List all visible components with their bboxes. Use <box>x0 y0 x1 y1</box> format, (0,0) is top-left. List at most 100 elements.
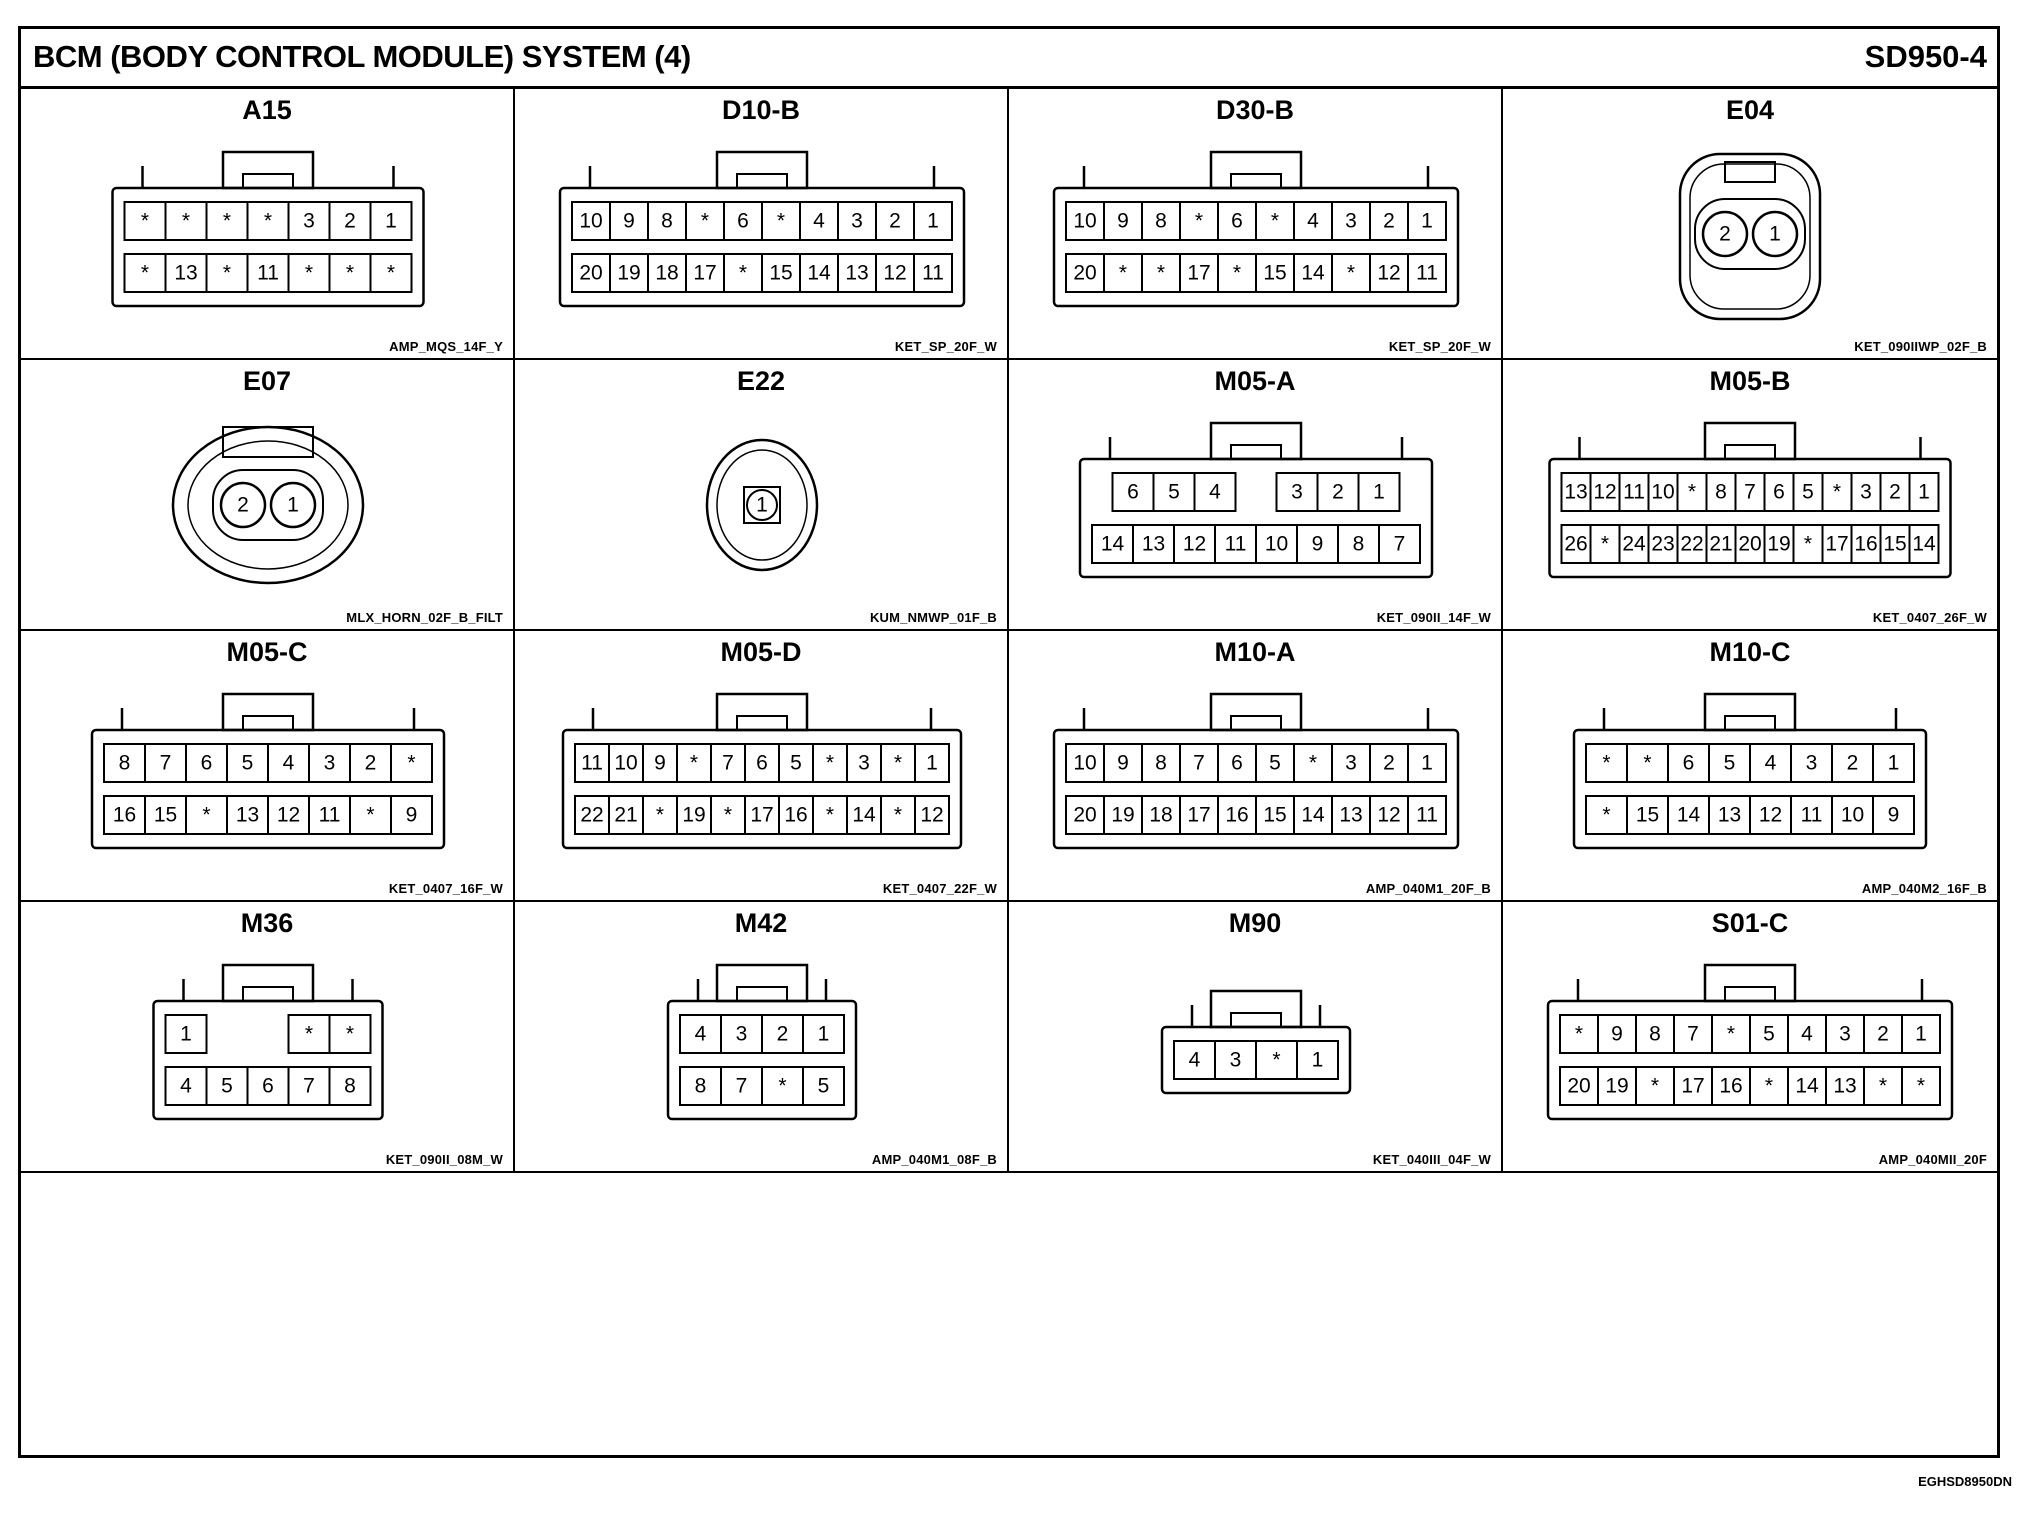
pin-label: 5 <box>1724 752 1736 775</box>
pin-label: * <box>701 210 709 233</box>
pin-label: 7 <box>1193 752 1205 775</box>
pin-cell: * <box>710 795 746 835</box>
pin-label: 17 <box>1187 804 1210 827</box>
pin-label: 6 <box>1127 481 1139 504</box>
pin-cell: 6 <box>1217 743 1257 783</box>
pin-label: 3 <box>1839 1023 1851 1046</box>
pin-cell: 5 <box>1152 472 1196 512</box>
connector-name: E04 <box>1725 95 1775 125</box>
pin-label: 4 <box>1189 1049 1201 1072</box>
pin-cell: 10 <box>1831 795 1874 835</box>
pin-cell: 4 <box>164 1066 208 1106</box>
pin-label: 10 <box>1651 481 1674 504</box>
pin-cell: 15 <box>1626 795 1669 835</box>
pin-cell: * <box>812 743 848 783</box>
pin-label: * <box>182 210 190 233</box>
pin-label: * <box>366 804 374 827</box>
pin-label: 15 <box>1883 533 1906 556</box>
pin-cell: 14 <box>846 795 882 835</box>
pin-label: 1 <box>385 210 397 233</box>
pin-label: 14 <box>807 262 831 285</box>
pin-cell: * <box>1901 1066 1941 1106</box>
pin-cell: 5 <box>1792 472 1824 512</box>
pin-label: * <box>1765 1075 1773 1098</box>
pin-cell: 2 <box>328 201 372 241</box>
connector-name: E22 <box>736 366 786 396</box>
pin-label: 11 <box>1623 481 1645 504</box>
pin-label: * <box>656 804 664 827</box>
pin-label: 8 <box>119 752 131 775</box>
pin-cell: * <box>1821 472 1853 512</box>
pin-label: 13 <box>1564 481 1587 504</box>
pin-label: 13 <box>1142 533 1165 556</box>
pin-cell: * <box>1559 1014 1599 1054</box>
pin-cell: 1 <box>269 481 317 529</box>
pin-label: 3 <box>303 210 315 233</box>
pin-cell: 4 <box>1193 472 1237 512</box>
pin-cell: 19 <box>1103 795 1143 835</box>
pin-label: 2 <box>1877 1023 1889 1046</box>
pin-label: * <box>223 210 231 233</box>
pin-cell: 2 <box>1369 743 1409 783</box>
pin-cell: 13 <box>1331 795 1371 835</box>
pin-cell: 3 <box>1331 743 1371 783</box>
pin-label: 6 <box>1231 752 1243 775</box>
pin-label: 10 <box>579 210 602 233</box>
pin-cell: 13 <box>164 253 208 293</box>
pin-cell: 16 <box>1850 524 1882 564</box>
pin-cell: 3 <box>1850 472 1882 512</box>
page-title: BCM (BODY CONTROL MODULE) SYSTEM (4) <box>33 39 691 74</box>
pin-label: 7 <box>722 752 734 775</box>
pin-label: 1 <box>1769 223 1781 246</box>
connector-name: M05-C <box>226 637 308 667</box>
pin-cell: 4 <box>1749 743 1792 783</box>
pin-cell: 14 <box>799 253 839 293</box>
connector-part-code: KUM_NMWP_01F_B <box>869 610 997 625</box>
pin-label: 9 <box>1117 210 1129 233</box>
pin-label: * <box>1157 262 1165 285</box>
pin-label: 24 <box>1622 533 1646 556</box>
pin-cell: 2 <box>1863 1014 1903 1054</box>
pin-cell: 17 <box>685 253 725 293</box>
pin-label: 17 <box>1825 533 1848 556</box>
pin-label: 8 <box>1155 752 1167 775</box>
pin-cell: 9 <box>1103 201 1143 241</box>
pin-label: 13 <box>174 262 197 285</box>
pin-cell: * <box>349 795 392 835</box>
pin-label: * <box>1309 752 1317 775</box>
pin-cell: * <box>390 743 433 783</box>
connector-part-code: KET_0407_26F_W <box>1872 610 1987 625</box>
pin-cell: 9 <box>390 795 433 835</box>
connector-name: D10-B <box>721 95 801 125</box>
pin-cell: 3 <box>846 743 882 783</box>
pin-cell: 9 <box>1296 524 1339 564</box>
pin-cell: 10 <box>1065 743 1105 783</box>
pin-label: 23 <box>1651 533 1674 556</box>
pin-cell: 3 <box>720 1014 763 1054</box>
page-id: SD950-4 <box>1864 39 1987 74</box>
pin-label: 1 <box>180 1023 192 1046</box>
pin-cell: 15 <box>144 795 187 835</box>
pin-label: * <box>1688 481 1696 504</box>
pin-label: 2 <box>1383 752 1395 775</box>
pin-cell: 13 <box>1708 795 1751 835</box>
pin-cell: 10 <box>1255 524 1298 564</box>
connector-name: E07 <box>242 366 292 396</box>
pin-cell: * <box>1217 253 1257 293</box>
pin-cell: 9 <box>1872 795 1915 835</box>
pin-label: 15 <box>154 804 177 827</box>
pin-label: * <box>202 804 210 827</box>
pin-label: 6 <box>201 752 213 775</box>
pin-label: 5 <box>818 1075 830 1098</box>
pin-label: 4 <box>1209 481 1221 504</box>
pin-label: 3 <box>1806 752 1818 775</box>
pin-label: 12 <box>1377 262 1400 285</box>
pin-cell: 5 <box>226 743 269 783</box>
